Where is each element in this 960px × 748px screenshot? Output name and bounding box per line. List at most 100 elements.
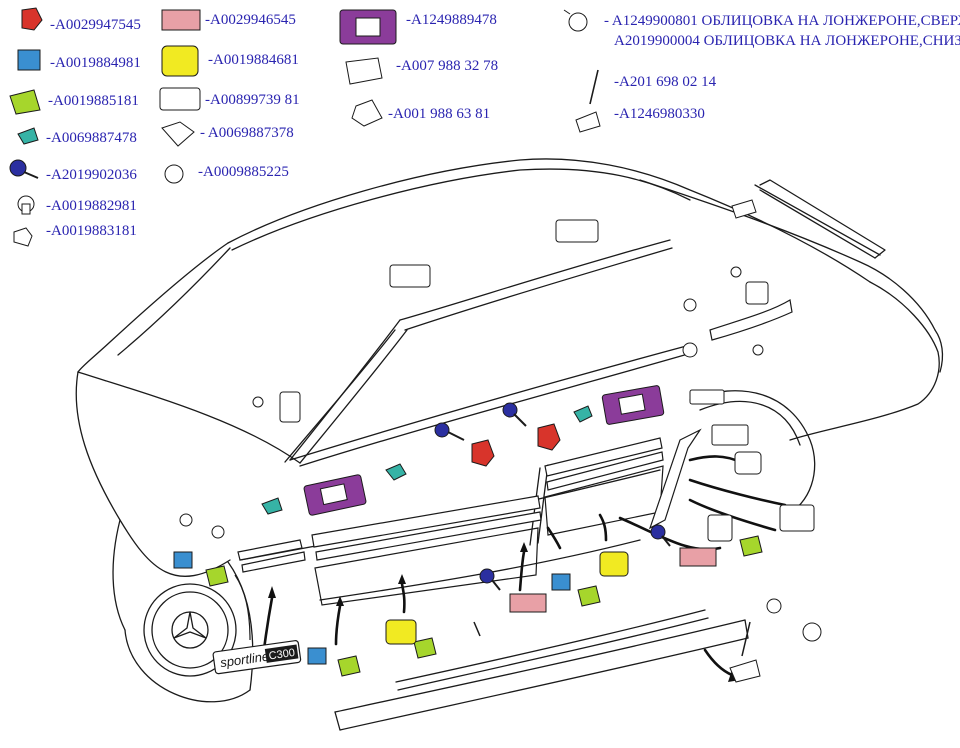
part-number-label: -A2019902036 (46, 167, 137, 183)
yellow-clip-icon (599, 551, 629, 577)
white-rivet-icon (211, 525, 225, 539)
mercedes-star-icon (171, 611, 209, 649)
part-number-label: - A0069887378 (200, 125, 294, 141)
purple-bracket-icon (303, 474, 367, 516)
cover-icon (729, 659, 761, 683)
part-number-label: -A0019884681 (208, 52, 299, 68)
pink-clip-icon (161, 9, 201, 31)
rod-icon (589, 69, 599, 105)
white-clip-icon (734, 451, 762, 475)
white-bracket-icon (345, 57, 383, 85)
part-number: A2019900004 (614, 33, 700, 49)
white-rivet-icon (13, 227, 33, 247)
lime-clip-icon (413, 637, 437, 659)
lime-clip-icon (205, 565, 229, 587)
tail-lamp-trim (709, 299, 793, 341)
rear-door-molding-lower (546, 451, 664, 491)
teal-clip-icon (17, 127, 39, 145)
front-door-panel (314, 527, 539, 606)
front-door-molding-lower (315, 511, 542, 561)
part-number-label: - A1249900801 ОБЛИЦОВКА НА ЛОНЖЕРОНЕ,СВЕ… (604, 13, 960, 29)
lime-clip-icon (9, 89, 41, 115)
white-clip-icon (161, 121, 195, 147)
white-clip-icon (707, 514, 733, 542)
blue-clip-icon (173, 551, 193, 569)
white-screw-icon (682, 342, 698, 358)
white-clip-icon (159, 87, 201, 111)
part-number-label: -A0029947545 (50, 17, 141, 33)
white-clip-icon (389, 264, 431, 288)
white-bracket-icon (731, 199, 757, 219)
purple-bracket-icon (601, 385, 665, 425)
sportline-badge: sportline C300 (212, 640, 302, 675)
white-rivet-icon (179, 513, 193, 527)
white-screw-icon (164, 164, 184, 184)
part-number-label: -A00899739 81 (205, 92, 300, 108)
part-number-label: -A007 988 32 78 (396, 58, 499, 74)
front-wheel (143, 583, 237, 677)
lime-clip-icon (739, 535, 763, 557)
part-number-label: -A201 698 02 14 (614, 74, 717, 90)
white-rivet-icon (17, 195, 35, 215)
white-bracket-icon (689, 389, 725, 405)
lime-clip-icon (577, 585, 601, 607)
white-clip-icon (779, 504, 815, 532)
white-screw-icon (752, 344, 764, 356)
lime-clip-icon (337, 655, 361, 677)
part-number-label: A2019900004 ОБЛИЦОВКА НА ЛОНЖЕРОНЕ,СНИЗУ (614, 33, 960, 49)
yellow-clip-icon (385, 619, 417, 645)
navy-screw-icon (650, 524, 671, 547)
teal-clip-icon (385, 463, 407, 481)
cover-icon (575, 111, 601, 133)
front-door-molding-upper (311, 495, 541, 548)
white-rivet-icon (252, 396, 264, 408)
red-clip-icon (471, 439, 495, 467)
white-clip-icon (279, 391, 301, 423)
part-description: ОБЛИЦОВКА НА ЛОНЖЕРОНЕ,СНИЗУ (703, 33, 960, 49)
blue-clip-icon (17, 49, 41, 71)
part-number-label: -A0069887478 (46, 130, 137, 146)
part-description: ОБЛИЦОВКА НА ЛОНЖЕРОНЕ,СВЕРХУ (701, 13, 960, 29)
yellow-clip-icon (161, 45, 199, 77)
red-clip-icon (21, 7, 43, 31)
red-clip-icon (537, 423, 561, 451)
fender-molding-upper (237, 539, 303, 561)
part-number: A1249900801 (611, 13, 698, 29)
part-number-label: -A1249889478 (406, 12, 497, 28)
white-screw-icon (730, 266, 742, 278)
white-screw-icon (563, 9, 588, 32)
white-clip-icon (745, 281, 769, 305)
badge-text: sportline (219, 649, 270, 671)
fender-molding-lower (241, 551, 306, 573)
navy-screw-icon (434, 422, 465, 441)
navy-screw-icon (479, 568, 501, 591)
pink-clip-icon (509, 593, 547, 613)
part-number-label: -A0029946545 (205, 12, 296, 28)
white-screw-icon (766, 598, 782, 614)
rod-icon (473, 621, 751, 657)
part-number-label: -A0019883181 (46, 223, 137, 239)
part-number-label: -A0019882981 (46, 198, 137, 214)
part-number-label: -A0019884981 (50, 55, 141, 71)
white-screw-icon (802, 622, 822, 642)
part-number-label: -A001 988 63 81 (388, 106, 491, 122)
pink-clip-icon (679, 547, 717, 567)
teal-clip-icon (573, 405, 593, 423)
part-number-label: -A0009885225 (198, 164, 289, 180)
white-screw-icon (683, 298, 697, 312)
rear-door-molding-upper (544, 437, 663, 477)
arrow-front-sill (334, 604, 342, 646)
white-clip-icon (351, 99, 383, 127)
car-body-outline (75, 158, 944, 731)
badge-model: C300 (268, 647, 296, 663)
white-bracket-icon (711, 424, 749, 446)
teal-clip-icon (261, 497, 283, 515)
blue-clip-icon (307, 647, 327, 665)
navy-screw-icon (9, 159, 39, 179)
rear-quarter-molding (648, 428, 702, 530)
blue-clip-icon (551, 573, 571, 591)
part-number-label: -A1246980330 (614, 106, 705, 122)
part-number-label: -A0019885181 (48, 93, 139, 109)
purple-bracket-icon (339, 9, 397, 45)
